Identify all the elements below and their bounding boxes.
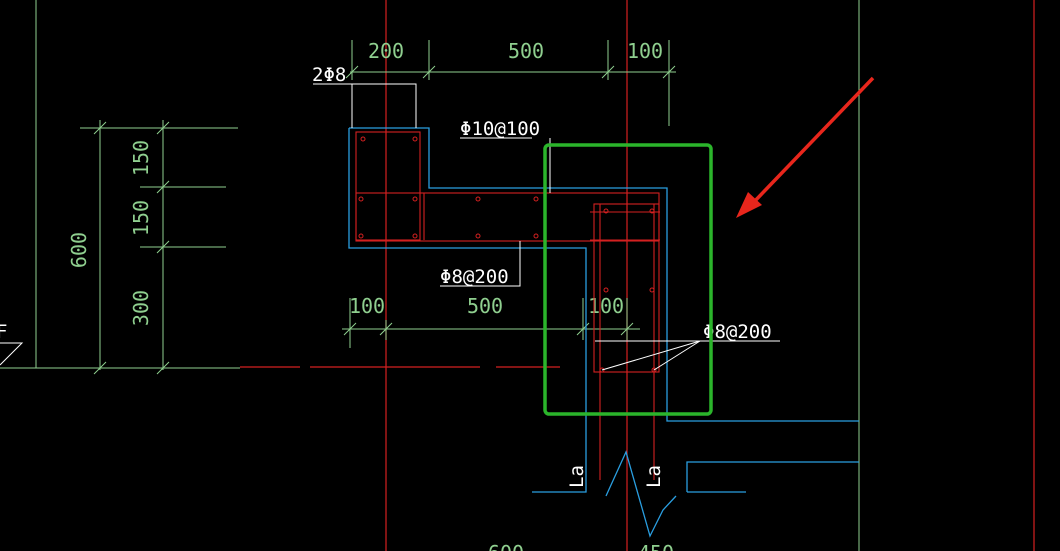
dim-top-200: 200 bbox=[368, 39, 404, 63]
dim-top-100: 100 bbox=[627, 39, 663, 63]
left-dimension-lines bbox=[80, 120, 238, 375]
break-line bbox=[605, 450, 677, 538]
label-top-bars: 2Φ8 bbox=[312, 64, 346, 86]
annotation-arrow bbox=[736, 76, 875, 218]
anchor-label-left: La bbox=[566, 465, 588, 488]
label-stirrup-main: Φ10@100 bbox=[460, 118, 540, 140]
dim-mid-100-right: 100 bbox=[588, 294, 624, 318]
rebar-cage bbox=[355, 131, 660, 480]
axis-lines bbox=[240, 0, 1035, 551]
edge-label: F bbox=[0, 321, 7, 343]
highlight-box bbox=[543, 143, 713, 416]
grid-lines bbox=[0, 0, 860, 551]
edge-marker bbox=[0, 342, 24, 366]
anchor-label-right: La bbox=[643, 465, 665, 488]
label-stirrup-mid: Φ8@200 bbox=[440, 266, 509, 288]
dim-left-150-mid: 150 bbox=[129, 200, 153, 236]
dim-bottom-450: 450 bbox=[638, 541, 674, 551]
dim-left-600: 600 bbox=[67, 232, 91, 268]
dim-mid-100-left: 100 bbox=[349, 294, 385, 318]
rebar-bars bbox=[358, 136, 657, 373]
dim-bottom-600: 600 bbox=[488, 541, 524, 551]
dim-mid-500: 500 bbox=[467, 294, 503, 318]
dim-left-150-top: 150 bbox=[129, 140, 153, 176]
top-dimension-lines bbox=[345, 40, 676, 126]
dim-left-300: 300 bbox=[129, 290, 153, 326]
mid-dimension-lines bbox=[342, 298, 640, 348]
leader-lines bbox=[313, 83, 780, 371]
dim-top-500: 500 bbox=[508, 39, 544, 63]
label-stirrup-right: Φ8@200 bbox=[703, 321, 772, 343]
